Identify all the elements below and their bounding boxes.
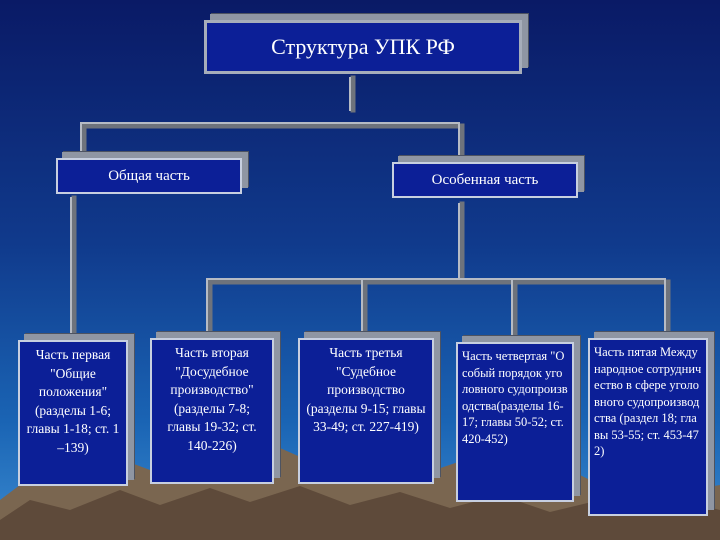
section-text-3: Часть третья "Судебное производство (раз… — [306, 345, 426, 434]
section-text-2: Часть вторая "Досудебное производство" (… — [167, 345, 257, 453]
section-text-4: Часть четвертая "Особый порядок уголовно… — [462, 349, 568, 446]
diagram-title-box: Структура УПК РФ — [204, 20, 522, 74]
general-part-box: Общая часть — [56, 158, 242, 194]
section-box-2: Часть вторая "Досудебное производство" (… — [150, 338, 274, 484]
section-box-1: Часть первая "Общие положения" (разделы … — [18, 340, 128, 486]
general-part-label: Общая часть — [108, 167, 190, 184]
special-part-label: Особенная часть — [431, 171, 539, 188]
section-box-5: Часть пятая Международное сотрудничество… — [588, 338, 708, 516]
section-box-3: Часть третья "Судебное производство (раз… — [298, 338, 434, 484]
section-text-1: Часть первая "Общие положения" (разделы … — [26, 347, 120, 455]
mountains-front — [0, 486, 720, 540]
diagram-title: Структура УПК РФ — [271, 34, 455, 59]
connector-lines — [70, 75, 671, 345]
section-text-5: Часть пятая Международное сотрудничество… — [594, 345, 702, 458]
special-part-box: Особенная часть — [392, 162, 578, 198]
section-box-4: Часть четвертая "Особый порядок уголовно… — [456, 342, 574, 502]
